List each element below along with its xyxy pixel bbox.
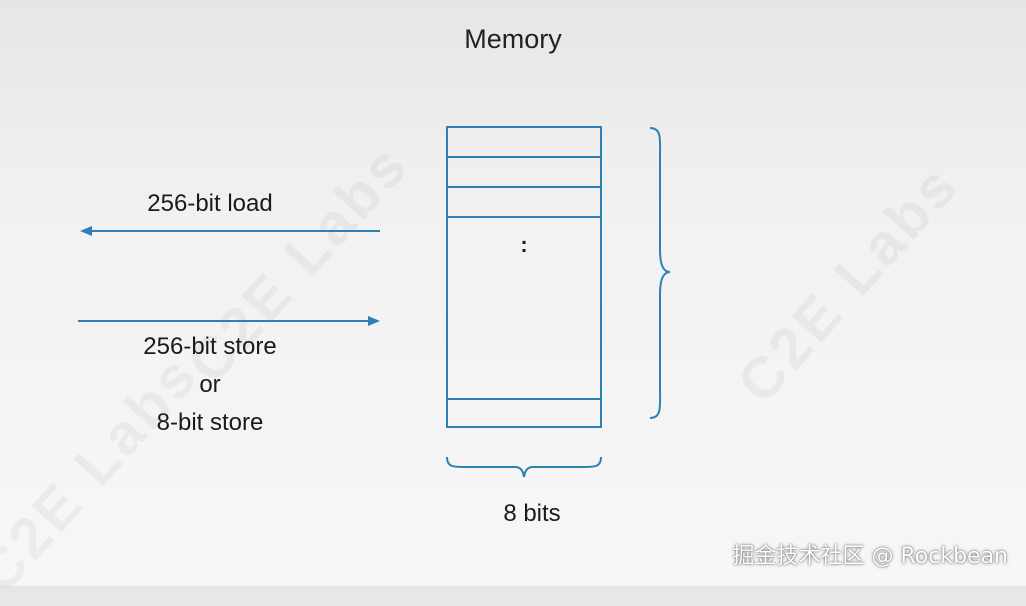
memory-ellipsis: : (520, 232, 528, 257)
width-brace (446, 456, 602, 478)
width-label: 8 bits (503, 500, 561, 527)
store-label-line-1: 256-bit store (143, 333, 277, 360)
height-brace (649, 127, 671, 419)
memory-row (448, 128, 600, 158)
store-label-line-2: or (199, 371, 221, 398)
memory-row-last (448, 398, 600, 400)
load-arrow (80, 226, 380, 236)
store-label: 256-bit store or 8-bit store (95, 328, 325, 442)
memory-row (448, 158, 600, 188)
memory-block: : (446, 126, 602, 428)
credit-watermark: 掘金技术社区 @ Rockbean (732, 544, 1008, 569)
store-label-line-3: 8-bit store (156, 409, 264, 436)
load-label: 256-bit load (147, 190, 273, 217)
arrows-layer (78, 226, 380, 326)
diagram-title: Memory (464, 24, 562, 54)
memory-row (448, 188, 600, 218)
store-arrow (78, 316, 380, 326)
